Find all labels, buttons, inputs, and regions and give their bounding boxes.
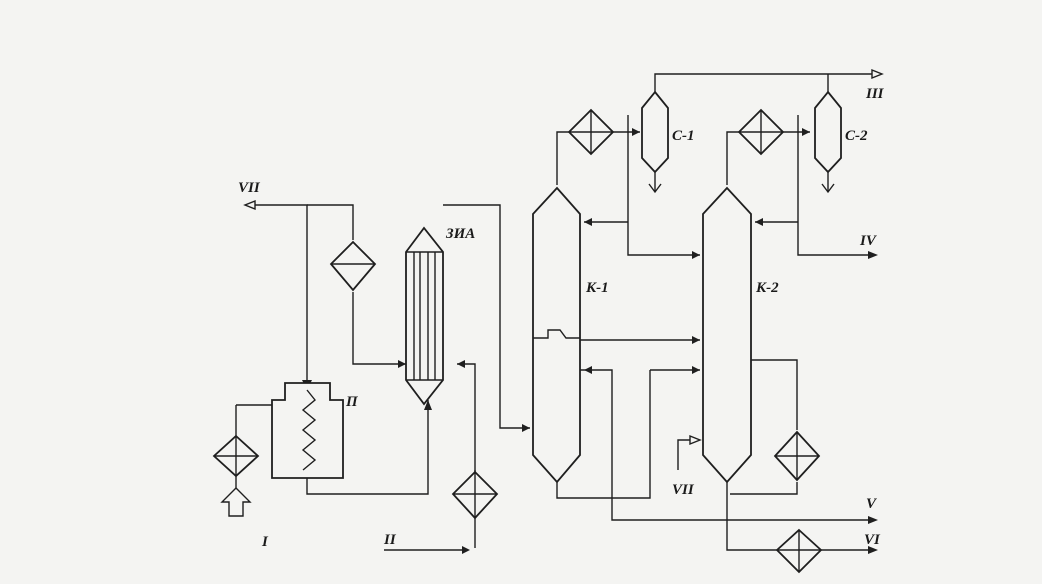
labels: I II III IV V VI VII VII П ЗИА К-1 К-2 С… (238, 86, 885, 550)
label-column-2: К-2 (755, 280, 779, 296)
arrow-output-iv (868, 251, 878, 259)
label-stream-vi: VI (864, 532, 881, 548)
label-stream-vii-top: VII (238, 180, 261, 196)
label-stream-v: V (866, 496, 878, 512)
arrow-into-column-2-top (692, 251, 700, 259)
label-column-1: К-1 (585, 280, 609, 296)
reboiler (773, 430, 821, 482)
label-stream-iii: III (865, 86, 885, 102)
label-stream-i: I (261, 534, 269, 550)
heat-exchanger-feed (212, 434, 260, 478)
cooler (329, 240, 377, 292)
label-furnace: П (345, 394, 359, 410)
arrow-into-heat-exchanger (424, 400, 432, 410)
feed-i-block-arrow (220, 487, 252, 517)
arrow-reflux-column-1 (584, 218, 592, 226)
column-1 (532, 186, 581, 484)
piping (235, 73, 872, 551)
arrow-output-iii (871, 68, 884, 80)
arrow-output-vi (868, 546, 878, 554)
condenser-2 (737, 108, 785, 156)
label-separator-1: С-1 (672, 128, 695, 144)
arrow-reflux-column-2 (755, 218, 763, 226)
arrow-into-column-2-mid (692, 336, 700, 344)
furnace (271, 382, 344, 479)
arrow-into-column-1 (522, 424, 530, 432)
label-stream-iv: IV (859, 233, 878, 249)
arrow-feed-ii (462, 546, 470, 554)
arrow-into-heat-exchanger-right (457, 360, 465, 368)
separator-1 (641, 90, 669, 174)
label-stream-ii: II (383, 532, 397, 548)
arrow-into-separator-1 (632, 128, 640, 136)
heat-exchanger-bottom (775, 528, 823, 574)
label-stream-vii-bottom: VII (672, 482, 695, 498)
heat-exchanger-feed-ii (451, 470, 499, 520)
arrow-output-vii (243, 199, 256, 211)
separator-2 (814, 90, 842, 174)
condenser-1 (567, 108, 615, 156)
arrow-output-v (868, 516, 878, 524)
label-separator-2: С-2 (845, 128, 868, 144)
shell-tube-exchanger (405, 226, 444, 406)
arrow-into-column-1-low (584, 366, 592, 374)
label-heat-exchanger: ЗИА (445, 226, 475, 242)
arrow-into-column-2-low (692, 366, 700, 374)
arrow-input-vii (689, 434, 702, 446)
arrow-into-separator-2 (802, 128, 810, 136)
flow-arrows (220, 68, 884, 554)
column-2 (702, 186, 752, 484)
arrow-into-heat-exchanger-left (398, 360, 406, 368)
